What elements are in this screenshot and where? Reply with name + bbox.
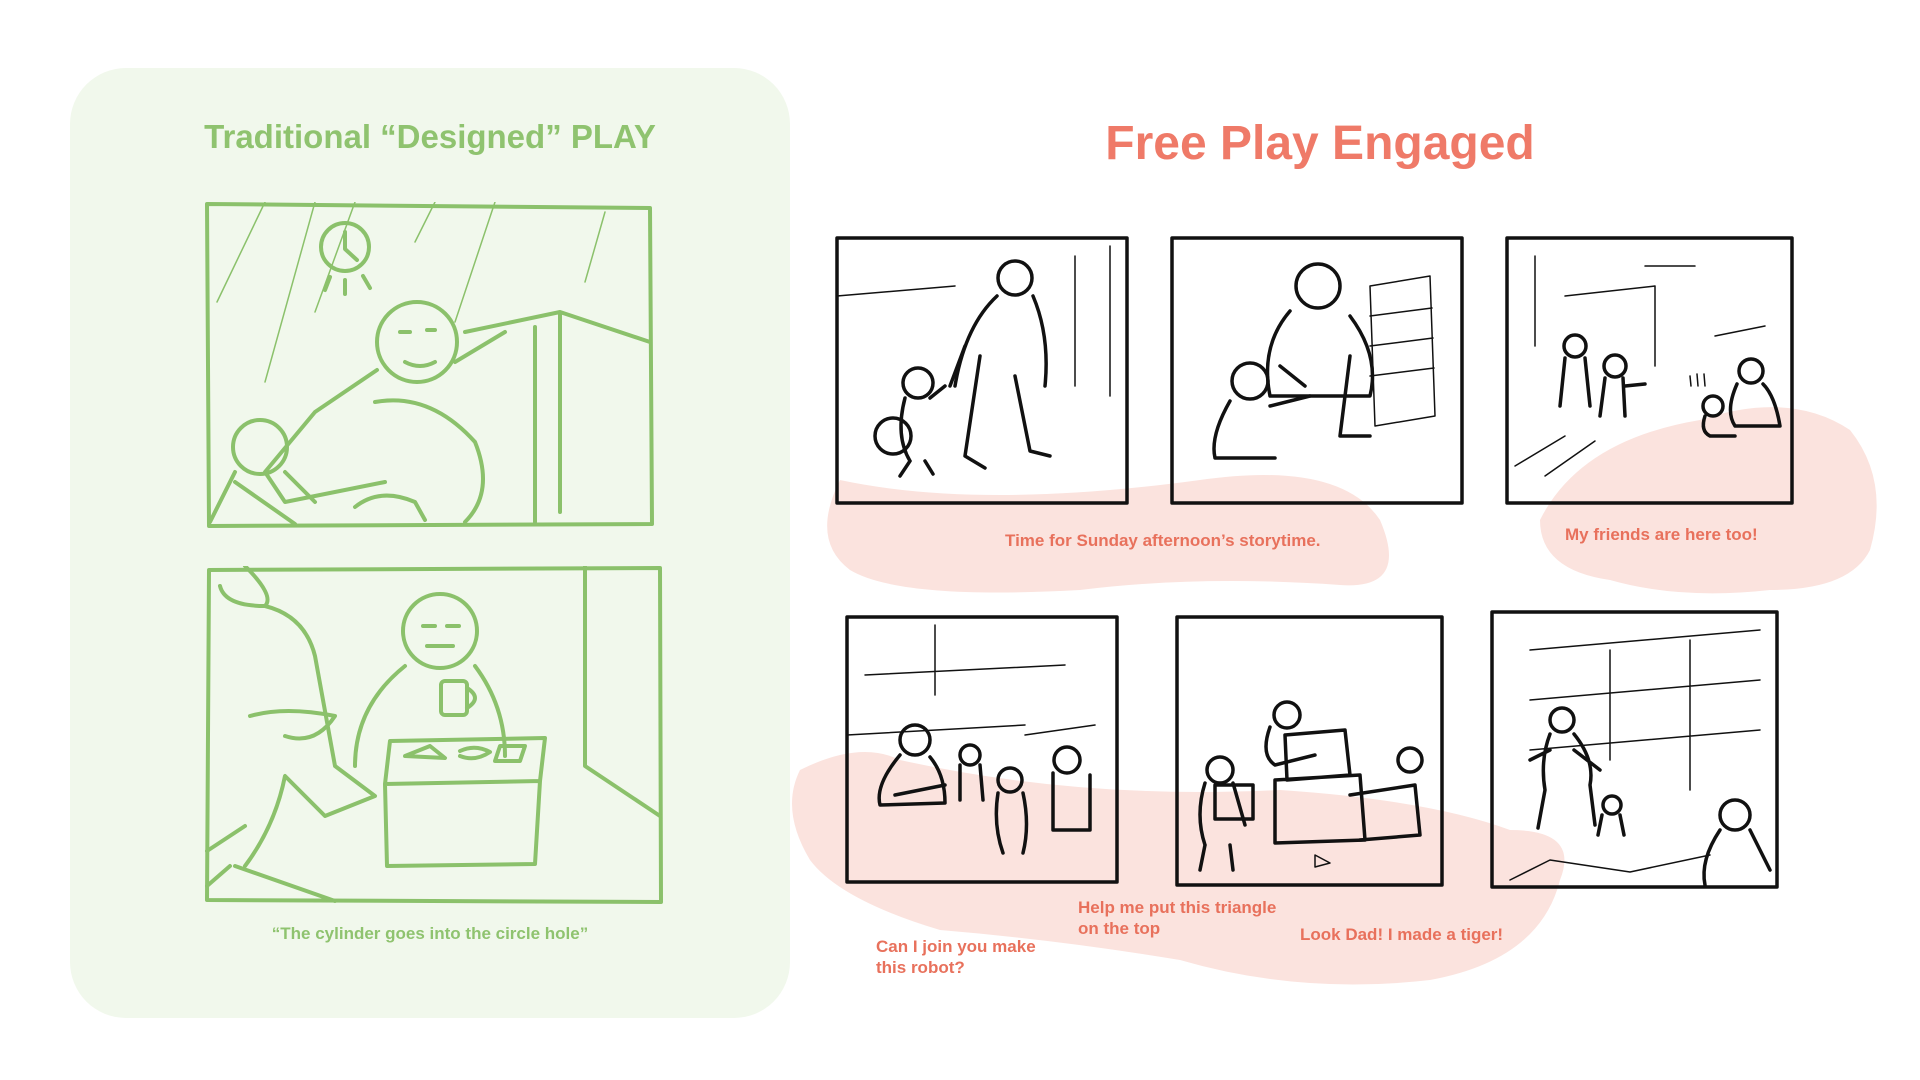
sketch-robot-building xyxy=(845,615,1119,884)
free-play-title: Free Play Engaged xyxy=(1105,117,1535,170)
sketch-friends-here xyxy=(1505,236,1794,505)
traditional-play-caption: “The cylinder goes into the circle hole” xyxy=(271,924,589,943)
caption-friends: My friends are here too! xyxy=(1565,525,1758,544)
sketch-triangle-on-top xyxy=(1175,615,1444,887)
caption-storytime: Time for Sunday afternoon’s storytime. xyxy=(1005,531,1321,550)
caption-robot: Can I join you make this robot? xyxy=(876,937,1036,977)
sketch-storytime-arrival xyxy=(835,236,1129,505)
green-sketch-classroom xyxy=(205,202,654,528)
caption-triangle: Help me put this triangle on the top xyxy=(1078,898,1277,938)
green-sketch-shape-sorter xyxy=(205,566,663,904)
traditional-play-panel xyxy=(70,68,790,1018)
traditional-play-title: Traditional “Designed” PLAY xyxy=(204,118,656,155)
sketch-made-a-tiger xyxy=(1490,610,1779,889)
caption-tiger: Look Dad! I made a tiger! xyxy=(1300,925,1504,944)
sketch-storytime-sitting xyxy=(1170,236,1464,505)
